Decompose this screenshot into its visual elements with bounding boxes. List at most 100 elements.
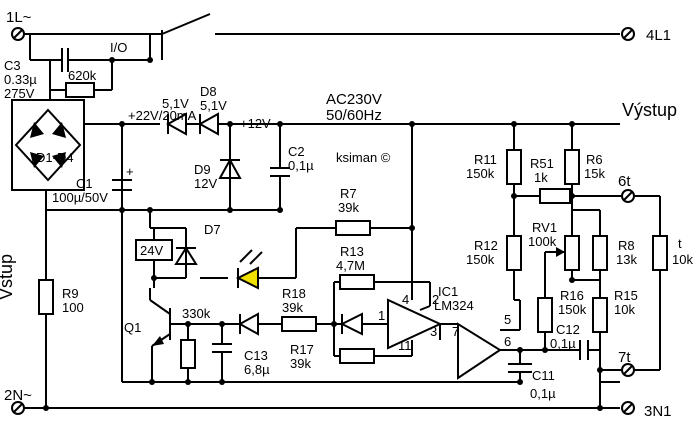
d1d4-label: D1-D4 [36,150,74,165]
output-label: Výstup [622,100,677,120]
c11-value: 0,1µ [530,386,556,401]
r51-value: 1k [534,170,548,185]
pin-5: 5 [504,312,511,327]
d8-value: 5,1V [200,98,227,113]
potentiometer-rv1 [564,235,580,271]
zener-51-label: 5,1V [162,96,189,111]
resistor-r18 [281,316,317,332]
pin-11: 11 [398,338,412,353]
junction-dots [43,57,603,411]
resistor-r7 [335,220,371,236]
resistor-r9 [38,279,54,315]
resistor-330k [180,339,196,369]
c1-plus: + [126,164,134,179]
r620-value: 620k [68,68,97,83]
zener-d8 [197,112,219,136]
resistor-r51 [539,188,571,204]
ic1-type: LM324 [434,298,474,313]
input-label: Vstup [0,254,16,300]
plus22-label: +22V/20mA [128,108,197,123]
c12-name: C12 [556,322,580,337]
line-wire-L [22,13,620,60]
r8-name: R8 [618,238,635,253]
r15-name: R15 [614,288,638,303]
pin-6: 6 [504,334,511,349]
rv1-name: RV1 [532,220,557,235]
label-3N1: 3N1 [644,403,672,420]
r16-name: R16 [560,288,584,303]
diode-series [237,312,259,336]
d7-label: D7 [204,222,221,237]
resistor-r13 [339,274,375,290]
c3-name: C3 [4,58,21,73]
pin-7: 7 [452,324,459,339]
r11-name: R11 [474,152,497,167]
label-4L1: 4L1 [646,27,671,44]
capacitor-c12 [579,340,589,360]
resistor-620k [65,82,95,98]
r6-value: 15k [584,166,605,181]
r6-name: R6 [586,152,603,167]
c12-value: 0,1µ [550,336,576,351]
led-indicator [235,249,263,290]
r18-name: R18 [282,286,306,301]
bridge-rectifier-d1-d4 [11,99,85,191]
c2-value: 0,1µ [288,158,314,173]
c13-value: 6,8µ [244,362,270,377]
c3-voltage: 275V [4,86,35,101]
capacitor-c2 [270,167,290,177]
r51-name: R51 [530,156,554,171]
relay-label: 24V [140,243,163,258]
sensor-t [652,235,668,271]
capacitor-c13 [212,343,232,353]
capacitor-c11 [508,363,532,373]
opamp-ic1a [387,298,443,350]
resistor-r11 [506,149,522,185]
ac-label: AC230V [326,91,382,108]
label-6t: 6t [618,173,631,190]
pin-1: 1 [378,308,385,323]
r18-value: 39k [282,300,303,315]
io-label: I/O [110,40,127,55]
t-name: t [678,236,682,251]
r12-name: R12 [474,238,498,253]
resistor-r17 [339,348,375,364]
r7-name: R7 [340,186,357,201]
d8-name: D8 [200,84,217,99]
pin-4: 4 [402,292,409,307]
r17-value: 39k [290,356,311,371]
transistor-q1 [149,299,171,347]
r17-name: R17 [290,342,314,357]
d9-name: D9 [194,162,211,177]
zener-d9 [218,157,242,179]
rv1-value: 100k [528,234,557,249]
r11-value: 150k [466,166,495,181]
resistor-r15 [592,297,608,333]
label-7t: 7t [618,349,631,366]
resistor-r12 [506,235,522,271]
r13-name: R13 [340,244,364,259]
c13-name: C13 [244,348,268,363]
diode-d7 [174,246,198,265]
resistor-r16 [537,297,553,333]
resistor-r8 [592,235,608,271]
resistor-r6 [564,149,580,185]
pin-2: 2 [432,292,439,307]
r9-name: R9 [62,286,79,301]
ic1-name: IC1 [438,284,458,299]
diode-feedback [339,312,363,336]
pin-3: 3 [430,324,437,339]
label-2N: 2N~ [4,387,32,404]
c2-name: C2 [288,144,305,159]
r16-value: 150k [558,302,587,317]
label-1L: 1L~ [6,9,32,26]
d9-value: 12V [194,176,217,191]
c3-value: 0.33µ [4,72,37,87]
c1-name: C1 [76,176,93,191]
q1-label: Q1 [124,320,141,335]
r8-value: 13k [616,252,637,267]
opamp-ic1b [457,322,502,380]
r12-value: 150k [466,252,495,267]
